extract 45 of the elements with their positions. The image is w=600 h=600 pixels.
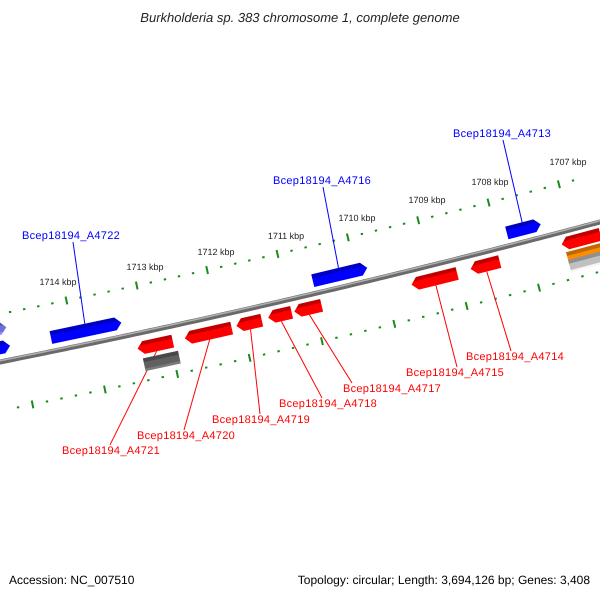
gene-label: Bcep18194_A4722 — [22, 230, 120, 242]
gene-feature — [311, 262, 368, 288]
gene-label: Bcep18194_A4714 — [466, 350, 564, 364]
gene-label: Bcep18194_A4721 — [62, 444, 160, 458]
gene-label: Bcep18194_A4713 — [452, 128, 552, 140]
footer-text: Topology: circular; Length: 3,694,126 bp; Genes: 3,408 — [298, 574, 590, 588]
gene-feature — [142, 350, 181, 372]
scale-label: 1710 kbp — [337, 214, 377, 224]
leader-line — [308, 314, 352, 384]
leader-line — [250, 328, 260, 414]
leader-line — [184, 339, 210, 430]
leader-line — [486, 271, 512, 352]
title: Burkholderia sp. 383 chromosome 1, complete genome — [140, 10, 460, 26]
leader-line — [322, 186, 339, 268]
scale-label: 1708 kbp — [470, 178, 510, 188]
gene-feature — [505, 219, 541, 240]
gene-label: Bcep18194_A4719 — [212, 414, 310, 426]
leader-line — [280, 320, 322, 398]
scale-label: 1711 kbp — [266, 232, 306, 242]
gene-label: Bcep18194_A4716 — [272, 174, 372, 188]
gene-feature — [562, 228, 600, 250]
scale-label: 1712 kbp — [196, 248, 236, 258]
gene-feature — [470, 255, 502, 274]
scale-label: 1707 kbp — [548, 158, 588, 168]
leader-line — [502, 140, 523, 223]
gene-label: Bcep18194_A4717 — [342, 382, 442, 396]
scale-label: 1709 kbp — [407, 196, 447, 206]
gene-feature — [184, 322, 234, 344]
gene-feature — [0, 340, 10, 356]
gene-feature — [294, 298, 324, 317]
footer-text: Accession: NC_007510 — [9, 574, 134, 588]
gene-feature — [236, 314, 264, 331]
gene-label: Bcep18194_A4720 — [136, 430, 236, 442]
scale-label: 1714 kbp — [38, 278, 78, 288]
gene-label: Bcep18194_A4718 — [278, 398, 378, 410]
gene-feature — [268, 306, 294, 323]
gene-feature — [138, 334, 174, 354]
leader-line — [72, 242, 86, 324]
gene-feature — [0, 322, 6, 338]
gene-label: Bcep18194_A4715 — [406, 366, 504, 380]
scale-label: 1713 kbp — [125, 263, 165, 273]
leader-line — [435, 284, 458, 368]
gene-feature — [412, 267, 459, 290]
gene-feature — [568, 248, 600, 273]
gene-feature — [50, 318, 122, 344]
